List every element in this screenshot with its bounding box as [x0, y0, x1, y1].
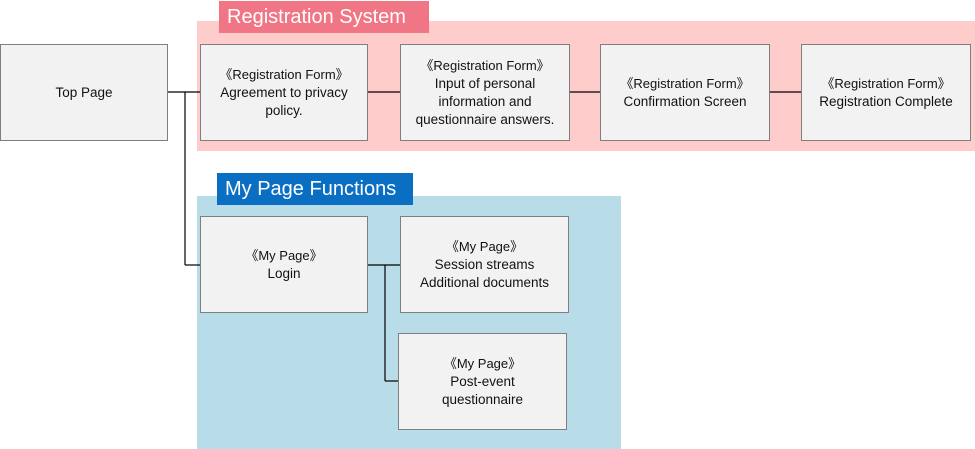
node-label: Top Page	[55, 84, 113, 100]
node-stereotype: 《My Page》	[443, 356, 522, 371]
node-stereotype: 《Registration Form》	[821, 76, 951, 91]
node-label: Agreement to privacy policy.	[220, 85, 348, 118]
my-page-functions-title: My Page Functions	[217, 173, 413, 205]
node-stereotype: 《Registration Form》	[620, 76, 750, 91]
node-stereotype: 《Registration Form》	[420, 58, 550, 73]
node-registration-confirmation: 《Registration Form》 Confirmation Screen	[600, 44, 770, 141]
node-my-page-sessions: 《My Page》 Session streams Additional doc…	[400, 216, 569, 313]
node-label: Input of personal information and questi…	[415, 76, 555, 127]
node-registration-input: 《Registration Form》 Input of personal in…	[400, 44, 570, 141]
node-registration-complete: 《Registration Form》 Registration Complet…	[801, 44, 971, 141]
registration-system-title: Registration System	[219, 1, 429, 33]
node-label: Confirmation Screen	[623, 94, 747, 109]
node-stereotype: 《My Page》	[245, 248, 323, 263]
node-my-page-post-event-questionnaire: 《My Page》 Post-event questionnaire	[398, 333, 567, 430]
node-registration-agreement: 《Registration Form》 Agreement to privacy…	[200, 44, 368, 141]
node-label: Post-event questionnaire	[441, 374, 524, 407]
node-label: Registration Complete	[819, 94, 953, 109]
node-label: Session streams Additional documents	[419, 257, 550, 290]
node-stereotype: 《Registration Form》	[219, 67, 349, 82]
node-label: Login	[267, 266, 301, 281]
node-stereotype: 《My Page》	[445, 239, 524, 254]
node-my-page-login: 《My Page》 Login	[200, 216, 368, 313]
node-top-page: Top Page	[0, 44, 168, 141]
